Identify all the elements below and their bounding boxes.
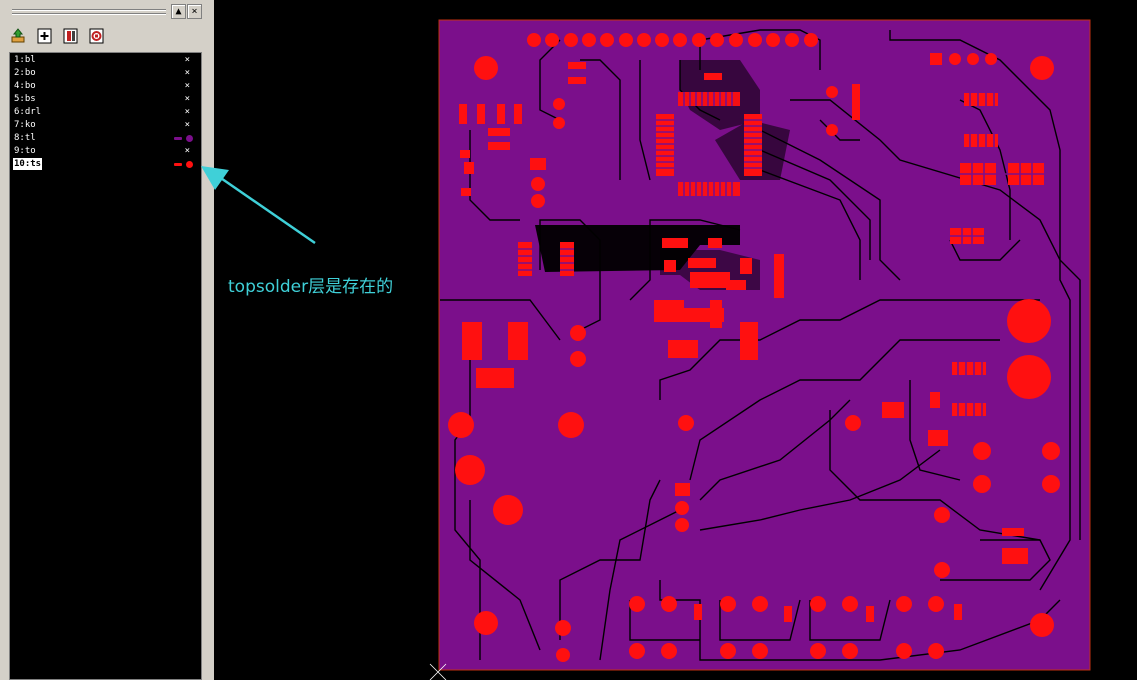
layer-book-icon[interactable]	[62, 27, 80, 45]
panel-scrollbar[interactable]	[204, 0, 214, 680]
layer-panel: ▲ × 1:bl × 2:bo × 4:bo × 5:bs ×	[0, 0, 215, 680]
layer-label: 1:bl	[14, 55, 36, 65]
layer-label: 5:bs	[14, 94, 36, 104]
pcb-board[interactable]	[214, 0, 1137, 680]
origin-marker	[429, 663, 447, 680]
layer-hidden-icon[interactable]: ×	[184, 107, 190, 117]
board-copper-area	[438, 19, 1091, 671]
layer-row[interactable]: 6:drl ×	[10, 106, 201, 118]
layer-hidden-icon[interactable]: ×	[184, 68, 190, 78]
panel-close-button[interactable]: ×	[187, 4, 202, 19]
layer-color-swatch[interactable]	[174, 137, 182, 140]
pcb-canvas[interactable]	[214, 0, 1137, 680]
ic-pin-gaps	[467, 92, 1044, 416]
layer-label: 2:bo	[14, 68, 36, 78]
layer-row[interactable]: 4:bo ×	[10, 80, 201, 92]
layer-label: 10:ts	[13, 158, 43, 170]
add-layer-icon[interactable]	[36, 27, 54, 45]
layer-row[interactable]: 2:bo ×	[10, 67, 201, 79]
layer-row[interactable]: 5:bs ×	[10, 93, 201, 105]
annotation-label: topsolder层是存在的	[228, 277, 394, 297]
layer-visible-icon[interactable]	[186, 135, 193, 142]
board-traces	[440, 29, 1081, 661]
layer-label: 7:ko	[14, 120, 36, 130]
panel-titlebar[interactable]: ▲ ×	[0, 0, 214, 22]
layer-hidden-icon[interactable]: ×	[184, 81, 190, 91]
layer-row[interactable]: 7:ko ×	[10, 119, 201, 131]
layer-row[interactable]: 1:bl ×	[10, 54, 201, 66]
annotation-arrow	[201, 166, 316, 245]
layer-label: 6:drl	[14, 107, 42, 117]
layer-settings-icon[interactable]	[88, 27, 106, 45]
titlebar-grip[interactable]	[12, 9, 166, 10]
layer-hidden-icon[interactable]: ×	[184, 94, 190, 104]
layer-list[interactable]: 1:bl × 2:bo × 4:bo × 5:bs × 6:drl × 7:ko…	[9, 52, 202, 680]
layer-label: 9:to	[14, 146, 36, 156]
titlebar-grip[interactable]	[12, 13, 166, 14]
layer-hidden-icon[interactable]: ×	[184, 146, 190, 156]
layer-hidden-icon[interactable]: ×	[184, 55, 190, 65]
layer-row[interactable]: 8:tl	[10, 132, 201, 144]
layer-visible-icon[interactable]	[186, 161, 193, 168]
layer-hidden-icon[interactable]: ×	[184, 120, 190, 130]
layer-row[interactable]: 9:to ×	[10, 145, 201, 157]
layer-color-swatch[interactable]	[174, 163, 182, 166]
panel-pin-button[interactable]: ▲	[171, 4, 186, 19]
layer-label: 4:bo	[14, 81, 36, 91]
layer-row-active[interactable]: 10:ts	[10, 158, 201, 170]
layer-label: 8:tl	[14, 133, 36, 143]
layer-up-icon[interactable]	[10, 27, 28, 45]
